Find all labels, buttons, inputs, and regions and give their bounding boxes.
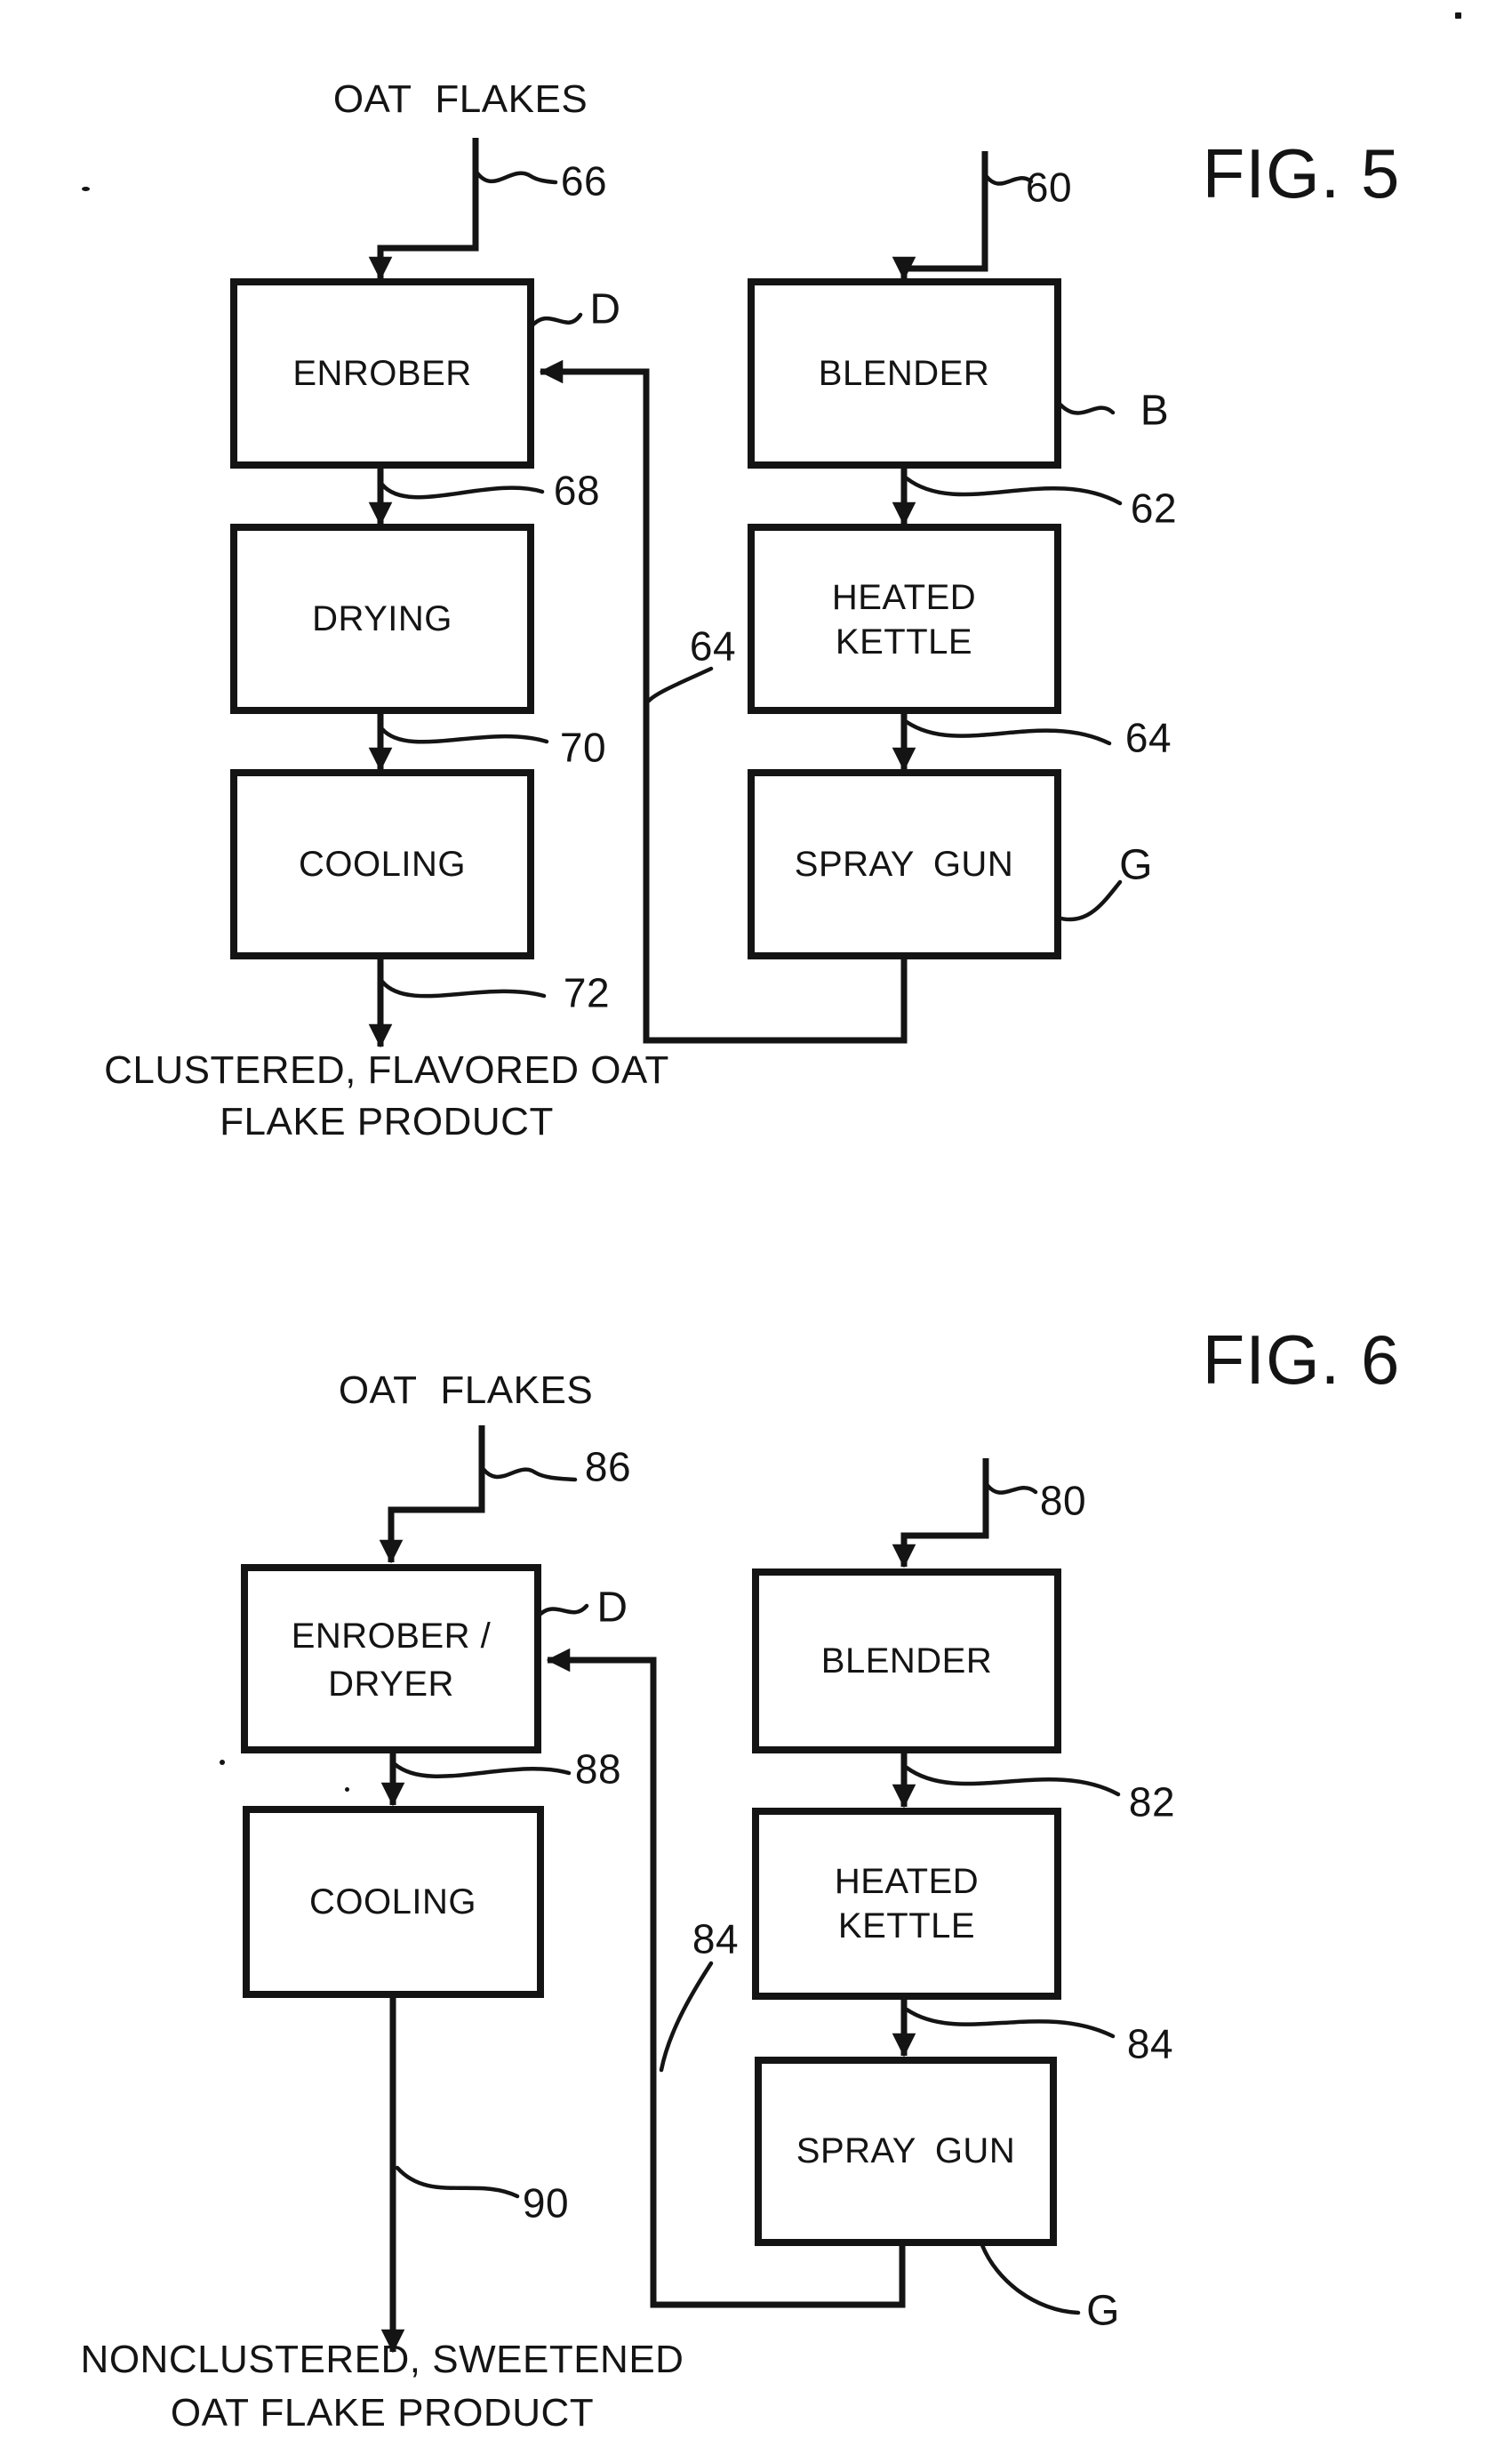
fig6-leader-d	[535, 1603, 589, 1619]
fig6-title: FIG. 6	[1202, 1320, 1401, 1400]
scan-artifact-dot	[1455, 12, 1461, 19]
fig6-letter-g: G	[1086, 2287, 1120, 2335]
fig5-product-line-1: CLUSTERED, FLAVORED OAT	[104, 1047, 669, 1092]
fig6-box-label-kettle: KETTLE	[837, 1906, 976, 1946]
fig5-box-cooling	[230, 769, 534, 959]
fig5-box-drying	[230, 524, 534, 714]
scan-artifact-dot	[345, 1787, 349, 1792]
fig5-box-blender	[748, 278, 1061, 469]
fig5-box-label-spray-gun: SPRAY GUN	[794, 845, 1014, 884]
fig5-leader-b	[1055, 399, 1116, 415]
fig6-letter-d: D	[596, 1584, 628, 1632]
fig5-leader-72	[380, 979, 547, 999]
fig5-line-input-to-blender	[892, 151, 988, 281]
fig6-box-label-spray-gun: SPRAY GUN	[796, 2131, 1016, 2170]
fig5-feedback-spraygun-to-enrober	[539, 359, 908, 1044]
fig6-source-label: OAT FLAKES	[338, 1368, 594, 1412]
fig5-leader-64-right	[904, 719, 1112, 746]
fig5-title: FIG. 5	[1202, 134, 1401, 213]
fig6-box-cooling	[243, 1806, 544, 1998]
fig5-ref-64-feedback: 64	[689, 622, 737, 670]
fig5-line-oatflakes-to-enrober	[368, 138, 479, 281]
fig5-product-line-2: FLAKE PRODUCT	[220, 1099, 554, 1143]
fig6-ref-86: 86	[584, 1443, 632, 1490]
fig6-ref-80: 80	[1039, 1477, 1087, 1524]
fig5-leader-60	[982, 172, 1034, 186]
fig5-letter-d: D	[589, 285, 621, 333]
f5-box-heated-kettle	[748, 524, 1061, 714]
fig6-line-oatflakes-to-enrober-dryer	[379, 1425, 485, 1564]
fig6-leader-82	[904, 1765, 1121, 1797]
fig5-box-label-enrober: ENROBER	[292, 354, 472, 393]
fig6-leader-84-feedback	[659, 1961, 714, 2073]
fig6-leader-88	[392, 1761, 572, 1778]
fig6-product-line-2: OAT FLAKE PRODUCT	[170, 2390, 595, 2435]
fig5-ref-68: 68	[553, 467, 601, 514]
fig6-box-enrober-dryer	[241, 1564, 541, 1753]
fig5-box-label-cooling: COOLING	[299, 845, 466, 884]
fig5-ref-72: 72	[563, 969, 611, 1016]
fig6-leader-80	[983, 1480, 1038, 1495]
fig5-letter-b: B	[1140, 387, 1170, 435]
fig5-leader-68	[380, 482, 545, 500]
scan-artifact-dot	[220, 1760, 225, 1765]
fig5-leader-d	[528, 312, 583, 330]
fig6-ref-90: 90	[522, 2179, 570, 2226]
fig6-box-spray-gun	[755, 2057, 1057, 2246]
fig6-leader-g	[980, 2242, 1081, 2315]
fig6-leader-90	[395, 2165, 520, 2199]
fig6-ref-84: 84	[1126, 2020, 1174, 2067]
fig6-feedback-spraygun-to-enrober-dryer	[546, 1648, 906, 2308]
fig6-leader-84-right	[904, 2007, 1116, 2039]
fig5-box-spray-gun	[748, 769, 1061, 959]
fig5-leader-70	[380, 726, 549, 744]
fig5-leader-64-feedback	[646, 666, 714, 703]
fig5-leader-62	[904, 476, 1123, 506]
fig5-box-enrober	[230, 278, 534, 469]
fig5-box-label-kettle: KETTLE	[835, 622, 973, 662]
fig6-box-label-heated: HEATED	[834, 1862, 980, 1901]
fig5-box-label-drying: DRYING	[312, 599, 452, 638]
scan-artifact-dot	[82, 187, 90, 191]
fig6-ref-82: 82	[1128, 1778, 1176, 1825]
fig5-ref-60: 60	[1025, 164, 1073, 211]
fig6-ref-84-feedback: 84	[692, 1915, 740, 1962]
fig5-ref-70: 70	[559, 724, 607, 771]
fig6-leader-86	[479, 1464, 578, 1482]
fig6-box-label-blender: BLENDER	[820, 1641, 993, 1681]
fig6-box-heated-kettle	[752, 1808, 1061, 2000]
fig5-box-label-blender: BLENDER	[818, 354, 990, 393]
fig6-ref-88: 88	[574, 1745, 622, 1793]
fig5-leader-66	[473, 168, 558, 185]
fig5-ref-64: 64	[1124, 714, 1172, 761]
fig5-ref-62: 62	[1130, 485, 1178, 532]
fig6-product-line-1: NONCLUSTERED, SWEETENED	[80, 2337, 684, 2381]
fig6-box-blender	[752, 1568, 1061, 1753]
fig5-letter-g: G	[1119, 841, 1153, 889]
fig6-box-label-cooling: COOLING	[309, 1882, 476, 1921]
fig6-box-label-enrober-dryer-1: ENROBER /	[291, 1617, 492, 1656]
fig5-box-label-heated: HEATED	[831, 578, 977, 617]
fig5-ref-66: 66	[560, 157, 608, 205]
fig6-line-input-to-blender	[892, 1458, 989, 1568]
fig6-box-label-enrober-dryer-2: DRYER	[328, 1665, 454, 1704]
fig5-leader-g	[1055, 879, 1123, 922]
fig5-source-label: OAT FLAKES	[332, 76, 588, 121]
